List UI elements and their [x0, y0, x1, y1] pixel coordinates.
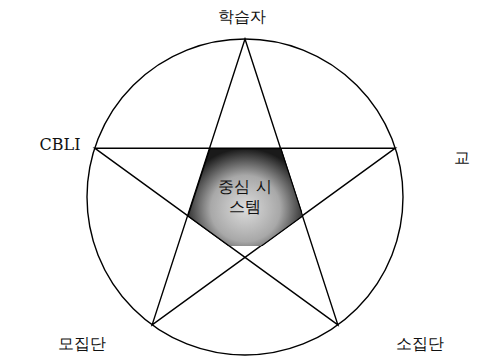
vertex-label: CBLI — [40, 135, 81, 154]
outer-circle — [87, 39, 403, 355]
vertex-label: 모집단 — [58, 334, 106, 353]
center-pentagon: 중심 시스템 — [188, 137, 303, 246]
vertex-label: 학습자 — [218, 7, 266, 26]
pentagram — [95, 39, 396, 325]
center-label: 중심 시스템 — [213, 177, 277, 217]
vertex-label: 소집단 — [396, 334, 444, 353]
pentagon-outline — [188, 148, 303, 246]
vertex-label: 교 — [454, 148, 470, 167]
